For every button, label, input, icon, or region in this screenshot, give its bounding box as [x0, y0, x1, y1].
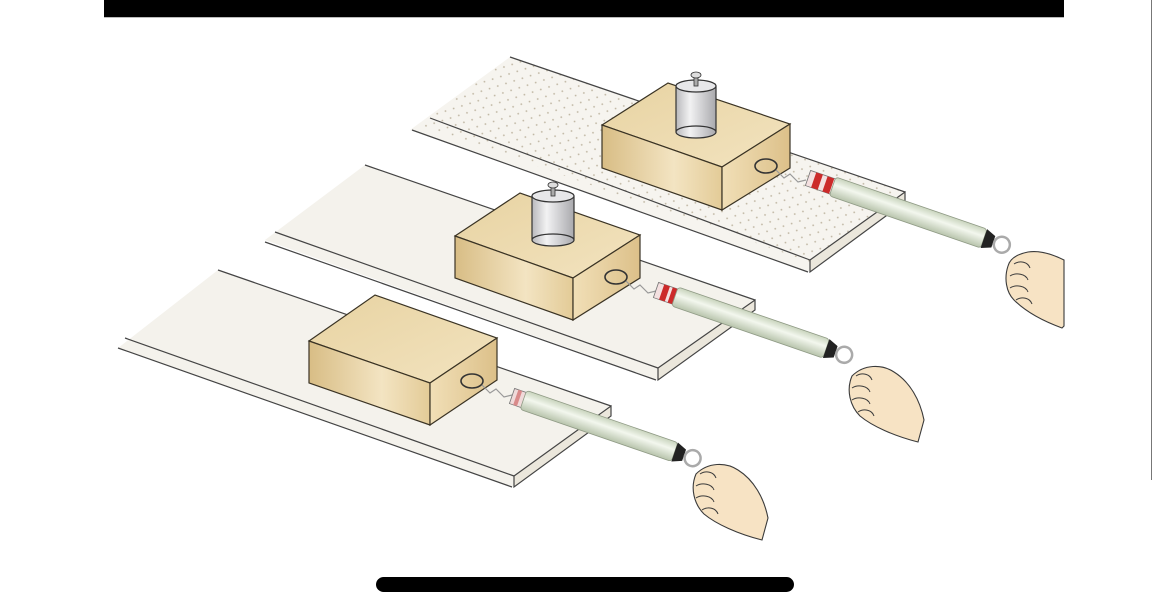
- hook-ring: [460, 373, 484, 389]
- hand-icon: [848, 365, 925, 443]
- hand-icon: [1005, 250, 1065, 329]
- spring-scale-icon: [625, 280, 854, 365]
- hook-ring: [604, 269, 628, 285]
- hand-icon: [692, 463, 769, 541]
- weight-icon: [675, 71, 717, 139]
- spring-scale-icon: [775, 169, 1012, 254]
- block-bottom: [307, 294, 499, 427]
- scroll-handle-bar[interactable]: [376, 577, 794, 592]
- spring-scale-icon: [481, 384, 702, 468]
- top-black-bar: [104, 0, 1064, 18]
- hook-ring: [754, 158, 778, 174]
- weight-icon: [531, 181, 575, 247]
